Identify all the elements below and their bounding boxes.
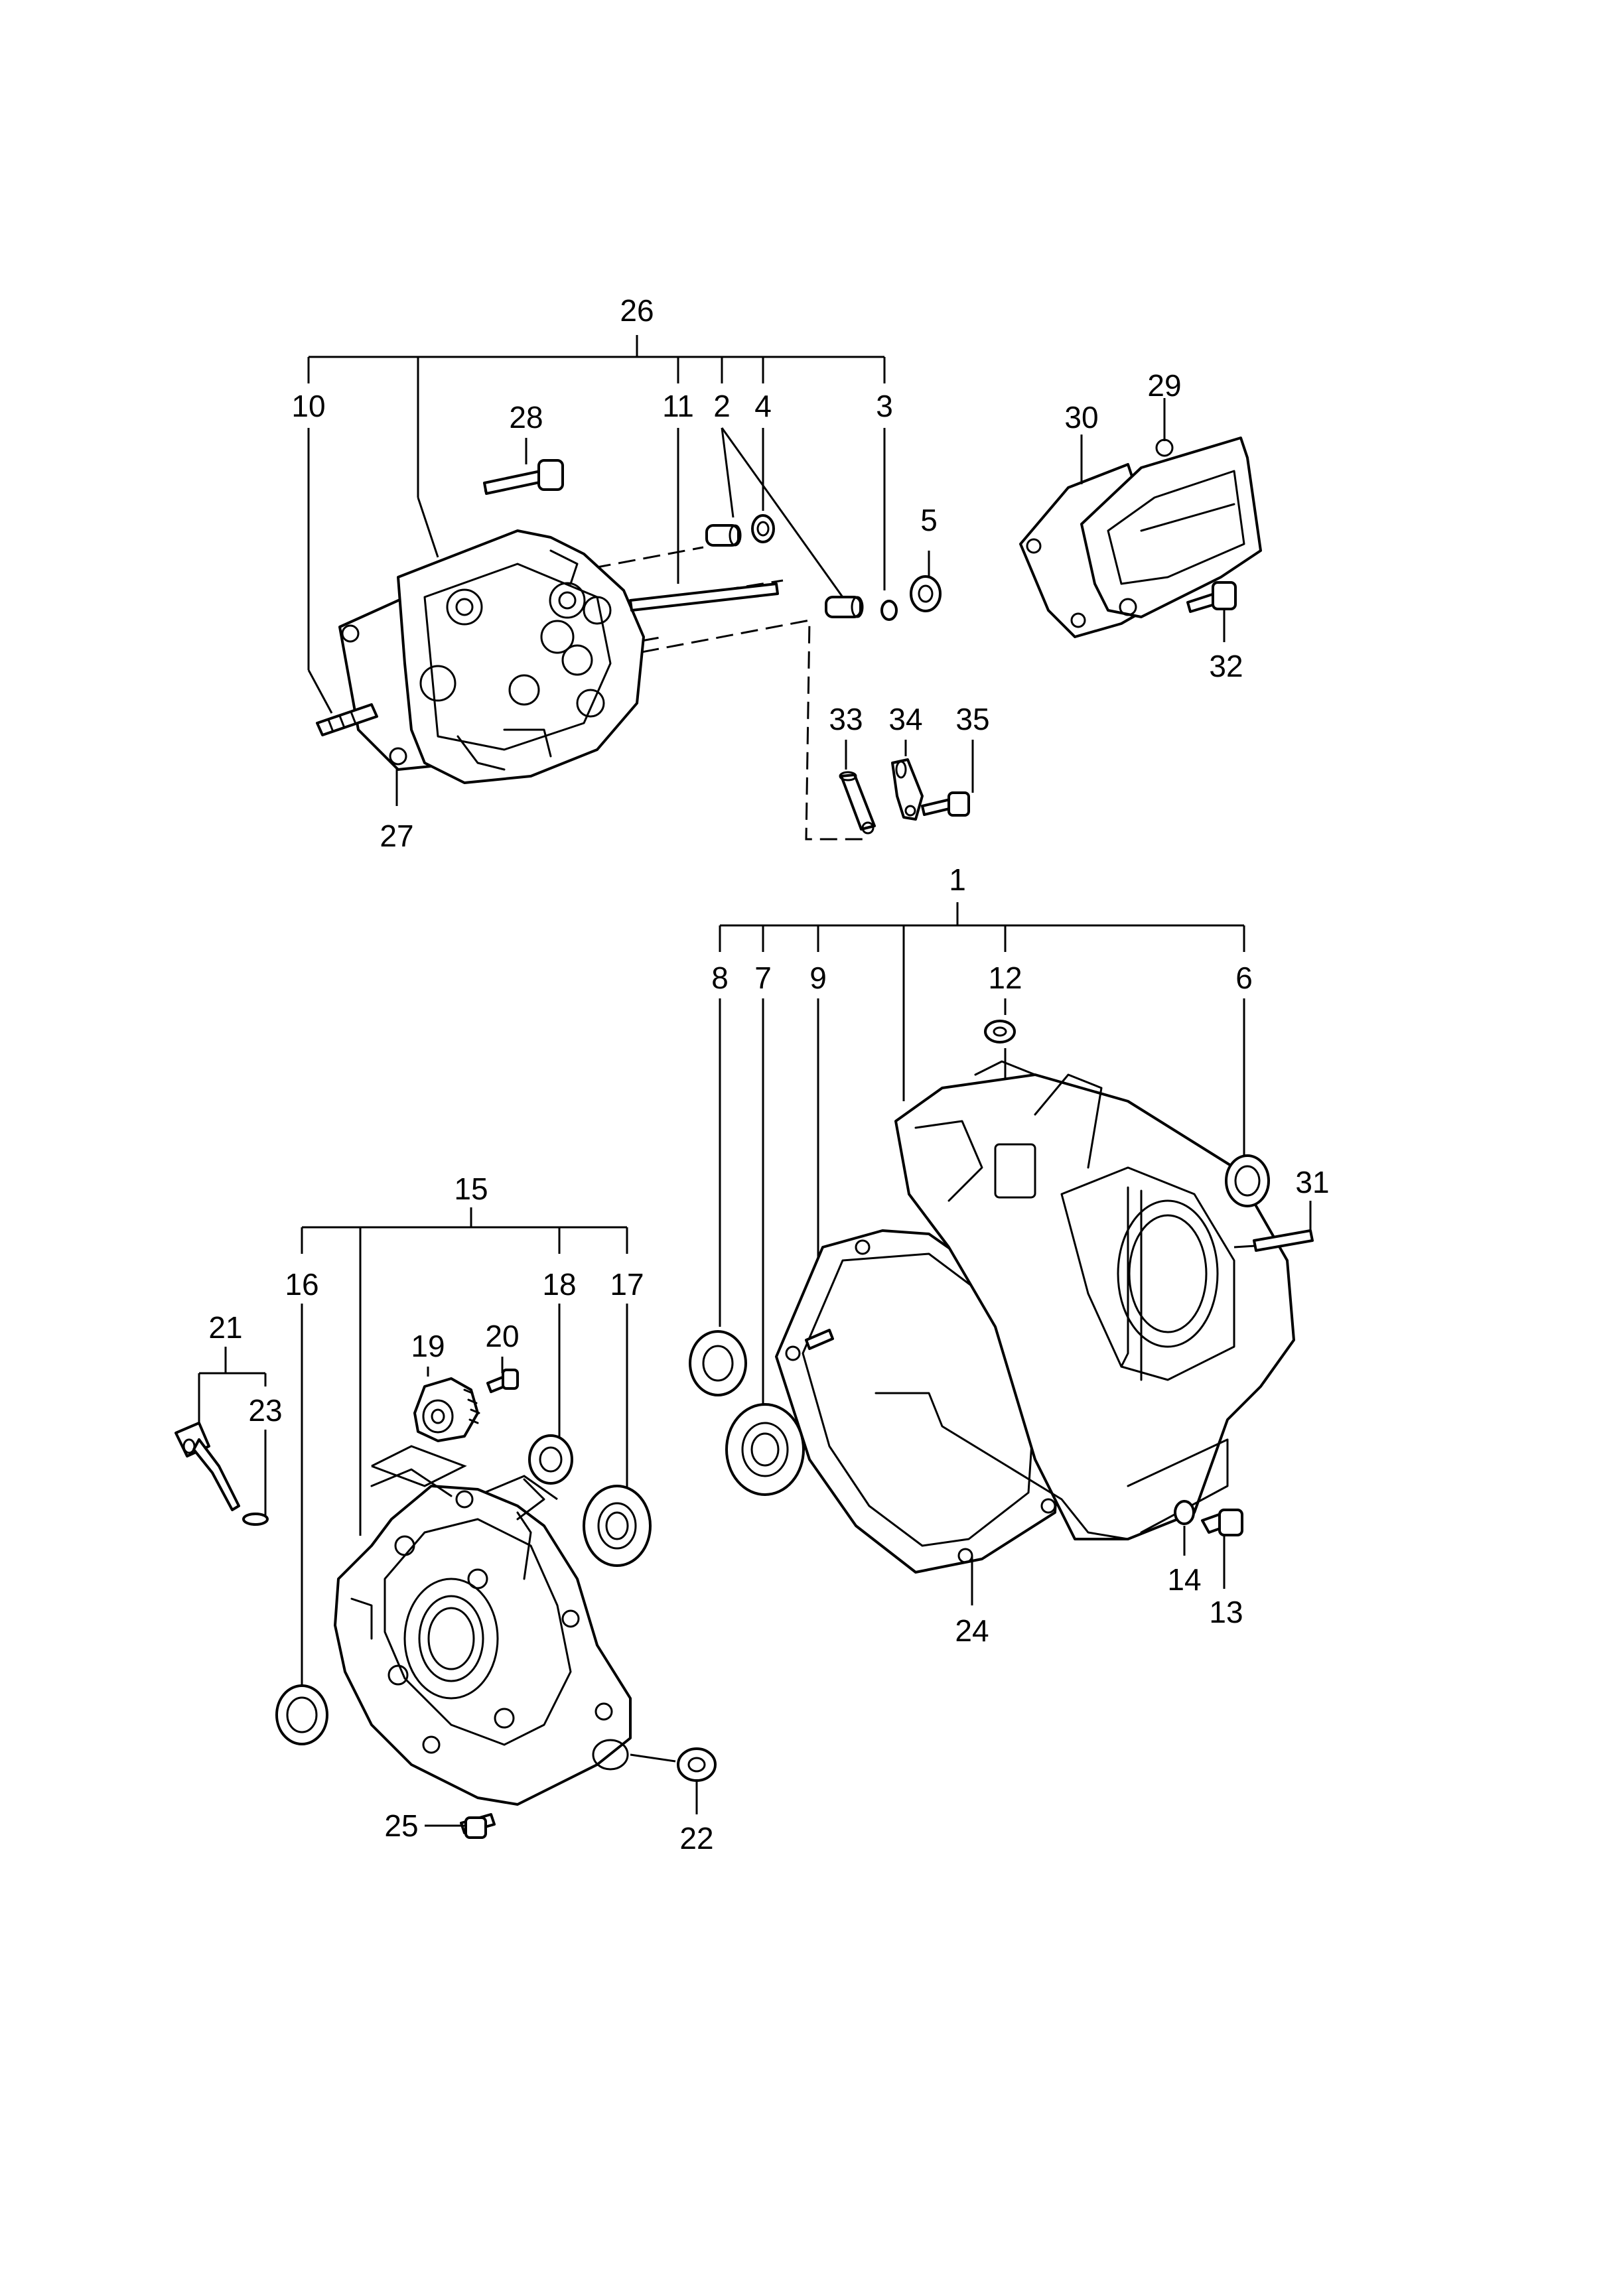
oil-seal-small: [984, 1020, 1016, 1044]
push-rod: [629, 582, 779, 612]
cover-oil-seal: [528, 1434, 573, 1485]
drain-washer: [1174, 1500, 1195, 1525]
crankcase-pin: [1253, 1229, 1314, 1252]
callout-21: 21: [208, 1310, 242, 1345]
drain-washer-cover: [677, 1747, 717, 1782]
callout-2: 2: [713, 389, 731, 423]
callout-1: 1: [949, 862, 966, 897]
oil-seal-right: [1225, 1154, 1270, 1207]
callout-3: 3: [876, 389, 893, 423]
callout-22: 22: [679, 1821, 713, 1856]
guide-pin: [705, 524, 742, 547]
stud-bolt: [316, 703, 378, 736]
callout-20: 20: [485, 1319, 519, 1353]
callout-7: 7: [754, 961, 772, 995]
clip-ring: [880, 600, 898, 621]
cylinder-head-group: [307, 335, 974, 841]
cover-mounting-bolt: [460, 1813, 496, 1839]
callout-19: 19: [411, 1329, 445, 1363]
callout-28: 28: [509, 400, 543, 435]
oil-dipstick: [175, 1422, 240, 1511]
callout-27: 27: [380, 819, 413, 853]
valve-stem-seal: [751, 514, 775, 543]
breather-tube: [839, 771, 876, 835]
callout-13: 13: [1209, 1595, 1243, 1629]
hex-bolt: [921, 791, 970, 817]
callout-5: 5: [920, 503, 938, 537]
callout-32: 32: [1209, 649, 1243, 683]
callout-4: 4: [754, 389, 772, 423]
callout-25: 25: [384, 1808, 418, 1843]
callout-35: 35: [955, 702, 989, 736]
crankcase-cover-group: [175, 1207, 717, 1839]
callout-12: 12: [988, 961, 1022, 995]
dipstick-o-ring: [242, 1513, 269, 1526]
governor-bolt: [486, 1369, 519, 1393]
callout-31: 31: [1295, 1165, 1329, 1199]
callout-34: 34: [888, 702, 922, 736]
callout-11: 11: [662, 389, 694, 423]
pto-oil-seal: [275, 1684, 328, 1745]
flange-bolt: [483, 459, 564, 495]
callout-10: 10: [291, 389, 325, 423]
callout-labels: 26 10 11 2 4 3 28 5 27 33 34 35 29 30 32…: [208, 293, 1329, 1856]
callout-18: 18: [542, 1267, 576, 1302]
dowel-pin: [805, 1329, 834, 1350]
cover-bearing: [583, 1485, 652, 1567]
crankcase-group: [689, 902, 1314, 1605]
group-1-bracket: [719, 902, 1245, 1101]
valve-cover: [1080, 437, 1262, 618]
callout-15: 15: [454, 1172, 488, 1206]
callout-14: 14: [1167, 1562, 1201, 1597]
drain-plug-bolt: [1201, 1509, 1243, 1536]
callout-33: 33: [829, 702, 863, 736]
callout-24: 24: [955, 1613, 989, 1648]
washer: [910, 575, 942, 612]
callout-29: 29: [1147, 368, 1181, 403]
governor-gear: [413, 1377, 480, 1442]
callout-23: 23: [248, 1393, 282, 1428]
callout-16: 16: [285, 1267, 318, 1302]
group-15-bracket: [301, 1207, 628, 1536]
callout-9: 9: [809, 961, 827, 995]
cover-bolt: [1186, 581, 1237, 613]
callout-17: 17: [610, 1267, 644, 1302]
valve-cover-group: [1019, 398, 1262, 642]
bracket-plate: [891, 758, 924, 821]
callout-8: 8: [711, 961, 729, 995]
oil-seal-left: [689, 1330, 747, 1396]
callout-30: 30: [1064, 400, 1098, 435]
callout-6: 6: [1235, 961, 1253, 995]
callout-26: 26: [620, 293, 654, 328]
guide-pin: [825, 596, 864, 618]
group-26-bracket: [307, 335, 886, 558]
ball-bearing: [725, 1403, 805, 1496]
